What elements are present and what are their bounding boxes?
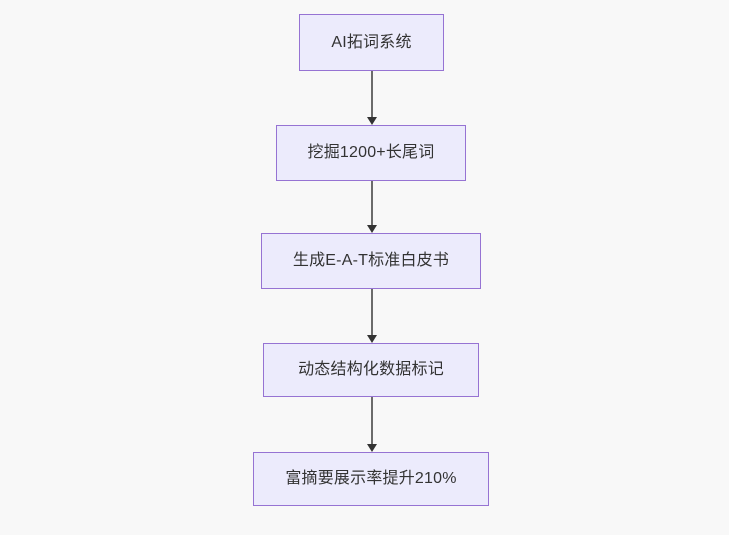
flow-edge-2 [367, 181, 377, 233]
flow-node-rich-snippet-uplift[interactable]: 富摘要展示率提升210% [253, 452, 489, 506]
flow-node-ai-keyword-system[interactable]: AI拓词系统 [299, 14, 444, 71]
arrowhead-down-icon [367, 117, 377, 125]
flow-node-label: 动态结构化数据标记 [298, 361, 444, 379]
arrowhead-down-icon [367, 225, 377, 233]
flow-edge-4 [367, 397, 377, 452]
flow-node-label: 挖掘1200+长尾词 [307, 144, 435, 162]
flow-node-label: 富摘要展示率提升210% [285, 470, 457, 488]
flow-node-label: 生成E-A-T标准白皮书 [292, 252, 450, 270]
arrowhead-down-icon [367, 444, 377, 452]
flow-edge-3 [367, 289, 377, 343]
arrowhead-down-icon [367, 335, 377, 343]
edge-line [371, 71, 373, 118]
edge-line [371, 397, 373, 445]
flow-node-generate-eat-whitepaper[interactable]: 生成E-A-T标准白皮书 [261, 233, 481, 289]
edge-line [371, 181, 373, 226]
flow-node-mine-longtail-keywords[interactable]: 挖掘1200+长尾词 [276, 125, 466, 181]
edge-line [371, 289, 373, 336]
flow-node-label: AI拓词系统 [331, 33, 412, 51]
flow-node-dynamic-structured-data[interactable]: 动态结构化数据标记 [263, 343, 479, 397]
flow-edge-1 [367, 71, 377, 125]
